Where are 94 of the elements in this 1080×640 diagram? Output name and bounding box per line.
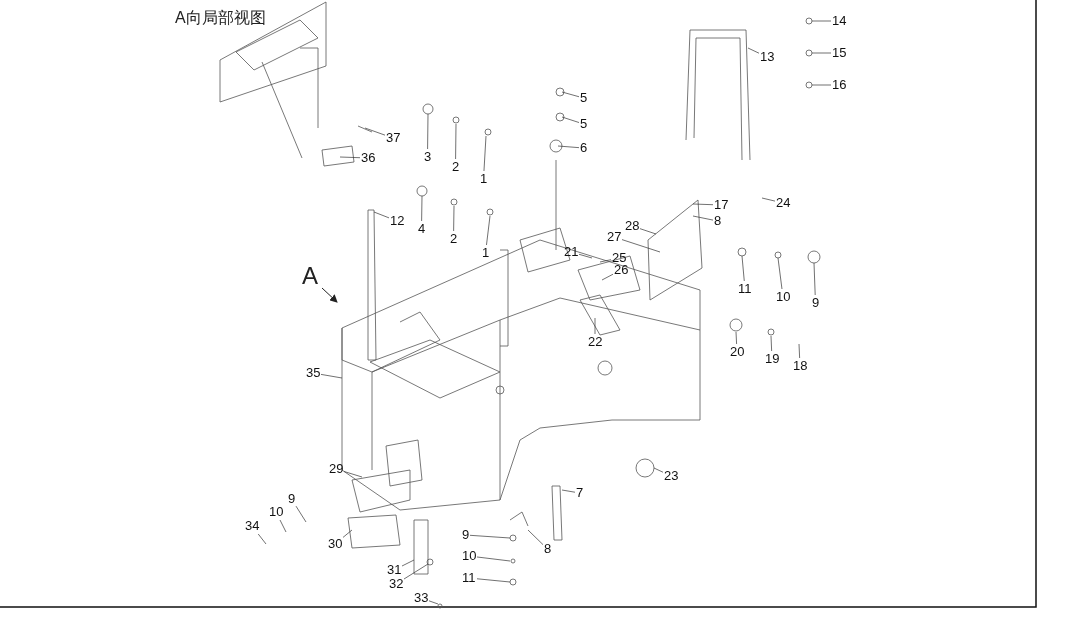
leader-line <box>527 529 544 545</box>
callout-number: 26 <box>614 263 629 277</box>
callout-number: 21 <box>564 245 579 259</box>
leader-line <box>403 563 429 580</box>
leader-line <box>692 203 714 206</box>
callout-number: 31 <box>387 563 402 577</box>
callout-number: 9 <box>812 296 820 310</box>
callout-number: 3 <box>424 150 432 164</box>
callout-number: 16 <box>832 78 847 92</box>
leader-line <box>428 600 439 605</box>
callout-number: 22 <box>588 335 603 349</box>
leader-line <box>813 262 816 296</box>
callout-number: 2 <box>452 160 460 174</box>
leader-line <box>599 259 612 263</box>
callout-number: 11 <box>738 282 752 296</box>
leader-line <box>653 467 664 473</box>
callout-number: 36 <box>361 151 376 165</box>
leader-line <box>761 197 776 202</box>
callout-number: 37 <box>386 131 401 145</box>
leader-line <box>401 559 415 567</box>
leader-line <box>594 317 596 335</box>
leader-line <box>601 273 614 281</box>
callout-number: 8 <box>714 214 722 228</box>
leader-line <box>295 505 307 523</box>
leader-line <box>639 228 657 235</box>
leader-line <box>621 239 661 253</box>
callout-number: 5 <box>580 91 588 105</box>
leader-line <box>777 257 783 290</box>
leader-line <box>320 374 343 379</box>
callout-number: 18 <box>793 359 808 373</box>
leader-line <box>453 205 455 232</box>
callout-number: 19 <box>765 352 780 366</box>
leader-line <box>342 529 353 538</box>
leader-line <box>692 215 714 221</box>
leader-line <box>561 91 580 98</box>
leader-line <box>561 116 580 123</box>
callout-number: 13 <box>760 50 775 64</box>
leader-line <box>578 253 593 259</box>
callout-number: 32 <box>389 577 404 591</box>
leader-line <box>483 135 487 172</box>
leader-line <box>811 52 832 54</box>
leader-line <box>476 578 511 583</box>
callout-number: 5 <box>580 117 588 131</box>
leader-line <box>798 343 800 359</box>
callout-number: 10 <box>462 549 477 563</box>
callout-number: 2 <box>450 232 458 246</box>
leader-line <box>735 331 737 345</box>
leader-line <box>741 255 745 282</box>
callout-number: 11 <box>462 571 476 585</box>
leader-line <box>561 489 576 493</box>
callout-number: 14 <box>832 14 847 28</box>
leader-line <box>469 534 511 539</box>
view-label: A向局部视图 <box>175 8 266 28</box>
leader-line <box>557 145 580 148</box>
leader-line <box>811 20 832 22</box>
callout-number: 12 <box>390 214 405 228</box>
leader-line <box>373 211 390 219</box>
callout-number: 1 <box>482 246 490 260</box>
leader-line <box>343 471 363 478</box>
leader-line <box>421 195 423 222</box>
callout-number: 24 <box>776 196 791 210</box>
callout-number: 27 <box>607 230 622 244</box>
callout-number: 4 <box>418 222 426 236</box>
callout-number: 1 <box>480 172 488 186</box>
callout-number: 17 <box>714 198 729 212</box>
leader-line <box>811 84 832 86</box>
callout-number: 9 <box>288 492 296 506</box>
leader-line <box>279 519 287 533</box>
callout-number: 9 <box>462 528 470 542</box>
callout-number: 20 <box>730 345 745 359</box>
leader-line <box>476 556 511 562</box>
leader-line <box>747 47 760 54</box>
callout-number: 10 <box>776 290 791 304</box>
callout-number: 7 <box>576 486 584 500</box>
callout-number: 6 <box>580 141 588 155</box>
callout-number: 33 <box>414 591 429 605</box>
callout-number: 25 <box>612 251 627 265</box>
leader-line <box>770 335 772 352</box>
leader-line <box>257 533 267 545</box>
callout-number: 23 <box>664 469 679 483</box>
callout-number: 30 <box>328 537 343 551</box>
leader-line <box>339 156 361 159</box>
leader-line <box>486 215 491 246</box>
leader-line <box>455 123 457 160</box>
callout-number: 15 <box>832 46 847 60</box>
callout-number: 34 <box>245 519 260 533</box>
callout-number: 10 <box>269 505 284 519</box>
leader-line <box>364 127 386 136</box>
callout-number: 28 <box>625 219 640 233</box>
callout-number: 29 <box>329 462 344 476</box>
callout-number: 35 <box>306 366 321 380</box>
leader-line <box>427 113 429 150</box>
callout-number: 8 <box>544 542 552 556</box>
view-letter: A <box>302 262 318 290</box>
